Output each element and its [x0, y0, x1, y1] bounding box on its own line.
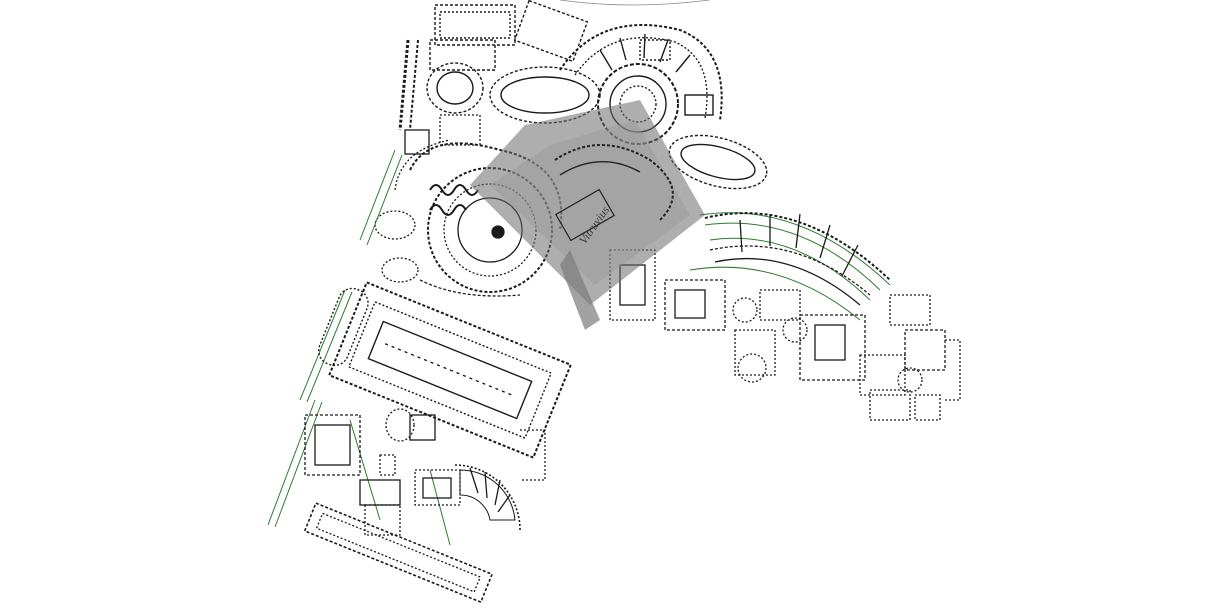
right-buildings: [609, 249, 961, 421]
top-arc: [559, 0, 711, 6]
historical-map-overlay: Vitruvius: [470, 100, 705, 330]
lower-complex: [303, 408, 546, 604]
curved-stoa: [704, 212, 931, 326]
long-forum: [318, 281, 573, 459]
green-boundaries: [267, 149, 891, 546]
